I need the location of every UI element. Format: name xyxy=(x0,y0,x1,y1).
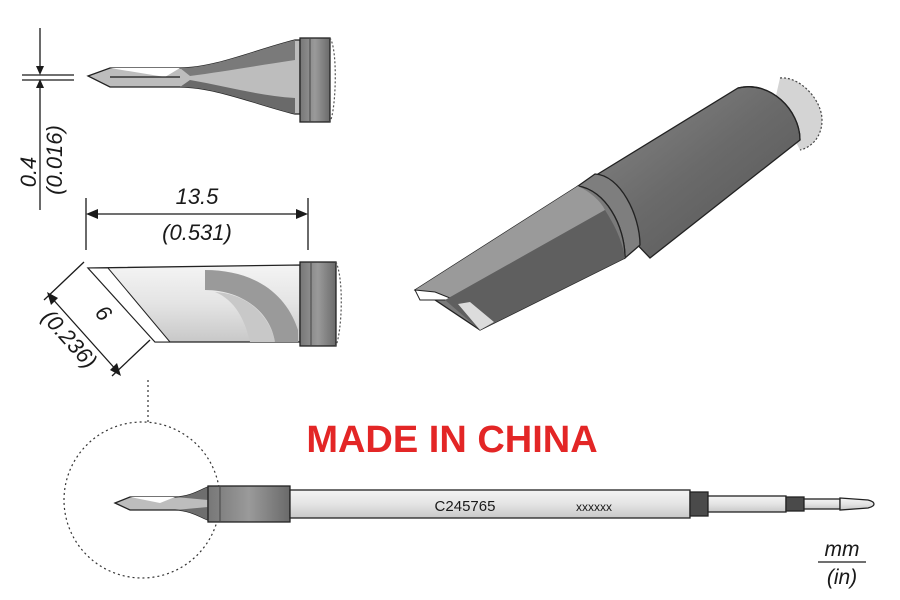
top-view-tip xyxy=(22,28,336,210)
perspective-view-tip xyxy=(413,77,823,331)
unit-in: (in) xyxy=(827,566,857,589)
thickness-in: (0.016) xyxy=(42,125,67,195)
thickness-mm: 0.4 xyxy=(16,157,41,188)
length-in: (0.531) xyxy=(162,220,232,245)
made-in-label: MADE IN CHINA xyxy=(306,419,597,461)
blade-width-mm: 6 xyxy=(90,300,117,326)
length-dimension: 13.5 (0.531) xyxy=(85,184,309,250)
length-mm: 13.5 xyxy=(176,184,220,209)
unit-mm: mm xyxy=(825,538,860,561)
side-view-tip xyxy=(86,261,342,347)
thickness-dimension-label: 0.4 (0.016) xyxy=(16,125,67,195)
product-code: C245765 xyxy=(435,498,496,515)
serial-placeholder: xxxxxx xyxy=(576,500,612,514)
units-legend: mm (in) xyxy=(818,538,866,589)
full-length-tip: C245765 xxxxxx xyxy=(63,421,875,579)
